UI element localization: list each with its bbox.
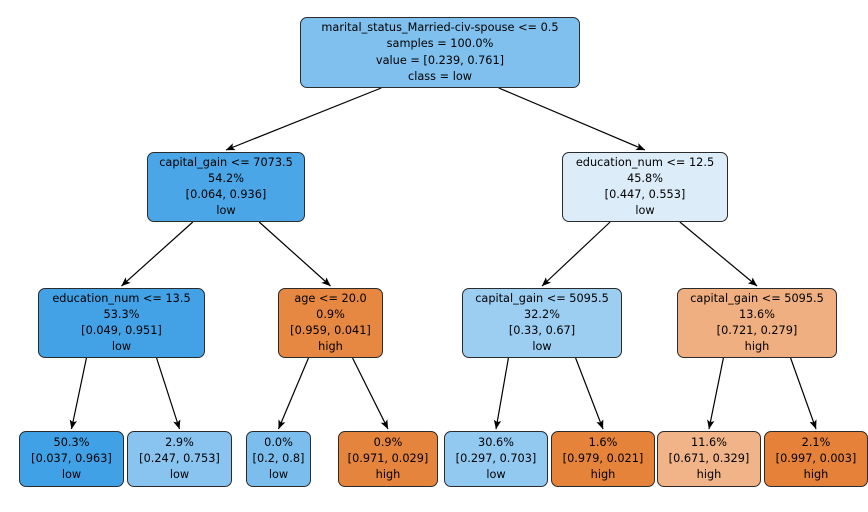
node-text-line: value = [0.239, 0.761] [375, 53, 505, 67]
node-text-line: 0.9% [373, 435, 403, 449]
node-text-line: high [803, 468, 829, 482]
node-text-line: low [216, 204, 236, 218]
tree-edge [225, 87, 382, 151]
tree-leaf-node[interactable]: 1.6% [0.979, 0.021] high [551, 431, 655, 487]
tree-edge [575, 357, 604, 430]
tree-edge [790, 357, 817, 430]
tree-leaf-node[interactable]: 30.6% [0.297, 0.703] low [444, 431, 548, 487]
tree-leaf-node[interactable]: 11.6% [0.671, 0.329] high [657, 431, 761, 487]
node-text-line: 54.2% [208, 171, 244, 185]
tree-split-node[interactable]: education_num <= 13.5 53.3% [0.049, 0.951]… [38, 288, 205, 358]
node-text-line: marital_status_Married-civ-spouse <= 0.5 [321, 21, 559, 35]
node-text-line: high [696, 468, 722, 482]
node-text-line: [0.064, 0.936] [185, 188, 267, 201]
node-text-line: [0.33, 0.67] [508, 324, 576, 337]
node-text-line: 50.3% [53, 435, 90, 449]
tree-edge [679, 221, 758, 287]
node-text-line: 0.0% [264, 435, 293, 449]
node-text-line: 1.6% [588, 435, 618, 449]
tree-edge [258, 221, 331, 287]
tree-leaf-node[interactable]: 0.9% [0.971, 0.029] high [338, 431, 438, 487]
node-text-line: [0.959, 0.041] [290, 324, 371, 337]
tree-leaf-node[interactable]: 50.3% [0.037, 0.963] low [19, 431, 124, 487]
node-text-line: 0.9% [316, 307, 345, 321]
tree-leaf-node[interactable]: 0.0% [0.2, 0.8] low [246, 431, 311, 487]
node-text-line: high [744, 340, 770, 354]
node-text-line: 53.3% [103, 307, 140, 321]
node-text-line: class = low [408, 69, 472, 83]
node-text-line: high [590, 468, 616, 482]
tree-edge [498, 87, 646, 151]
node-text-line: [0.247, 0.753] [139, 451, 220, 465]
tree-split-node[interactable]: capital_gain <= 5095.5 13.6% [0.721, 0.279… [677, 288, 837, 358]
tree-edge [707, 357, 724, 430]
node-text-line: low [111, 340, 132, 354]
node-text-line: low [486, 468, 506, 482]
node-text-line: education_num <= 12.5 [575, 155, 715, 169]
node-text-line: low [532, 340, 552, 354]
tree-split-node[interactable]: age <= 20.0 0.9% [0.959, 0.041] high [278, 288, 383, 358]
tree-edge [493, 357, 509, 430]
tree-edge [69, 357, 88, 430]
node-text-line: high [375, 468, 401, 482]
node-text-line: [0.721, 0.279] [716, 324, 798, 337]
node-text-line: [0.447, 0.553] [604, 188, 686, 201]
tree-leaf-node[interactable]: 2.1% [0.997, 0.003] high [764, 431, 868, 487]
tree-edge [155, 357, 181, 430]
node-text-line: [0.979, 0.021] [562, 451, 644, 465]
tree-split-node[interactable]: capital_gain <= 7073.5 54.2% [0.064, 0.936… [147, 152, 305, 222]
tree-edge [277, 357, 310, 430]
node-text-line: high [318, 340, 343, 354]
tree-split-node[interactable]: marital_status_Married-civ-spouse <= 0.5… [300, 17, 580, 88]
node-text-line: 30.6% [478, 435, 514, 449]
node-text-line: samples = 100.0% [386, 37, 494, 51]
tree-edge [352, 357, 389, 430]
node-text-line: [0.037, 0.963] [31, 451, 112, 465]
node-text-line: [0.049, 0.951] [81, 324, 162, 337]
node-text-line: [0.997, 0.003] [775, 451, 857, 465]
node-text-line: 13.6% [739, 307, 775, 321]
node-text-line: education_num <= 13.5 [52, 291, 191, 305]
node-text-line: low [169, 468, 190, 482]
node-text-line: 2.9% [165, 435, 194, 449]
node-text-line: 2.1% [801, 435, 831, 449]
node-text-line: age <= 20.0 [294, 291, 367, 305]
node-text-line: [0.2, 0.8] [252, 451, 305, 465]
node-text-line: capital_gain <= 5095.5 [690, 291, 824, 305]
node-text-line: [0.971, 0.029] [347, 451, 429, 465]
tree-edges [69, 87, 817, 430]
tree-split-node[interactable]: education_num <= 12.5 45.8% [0.447, 0.553]… [562, 152, 728, 222]
node-text-line: [0.297, 0.703] [455, 451, 537, 465]
node-text-line: low [268, 468, 289, 482]
tree-edge [121, 221, 194, 287]
node-text-line: low [635, 204, 655, 218]
node-text-line: 11.6% [691, 435, 727, 449]
tree-split-node[interactable]: capital_gain <= 5095.5 32.2% [0.33, 0.67] l… [462, 288, 622, 358]
node-text-line: low [61, 468, 82, 482]
node-text-line: 32.2% [524, 307, 560, 321]
tree-leaf-node[interactable]: 2.9% [0.247, 0.753] low [127, 431, 232, 487]
tree-edge [541, 221, 611, 287]
node-text-line: capital_gain <= 7073.5 [159, 155, 293, 169]
node-text-line: 45.8% [627, 171, 663, 185]
node-text-line: [0.671, 0.329] [668, 451, 750, 465]
node-text-line: capital_gain <= 5095.5 [475, 291, 609, 305]
